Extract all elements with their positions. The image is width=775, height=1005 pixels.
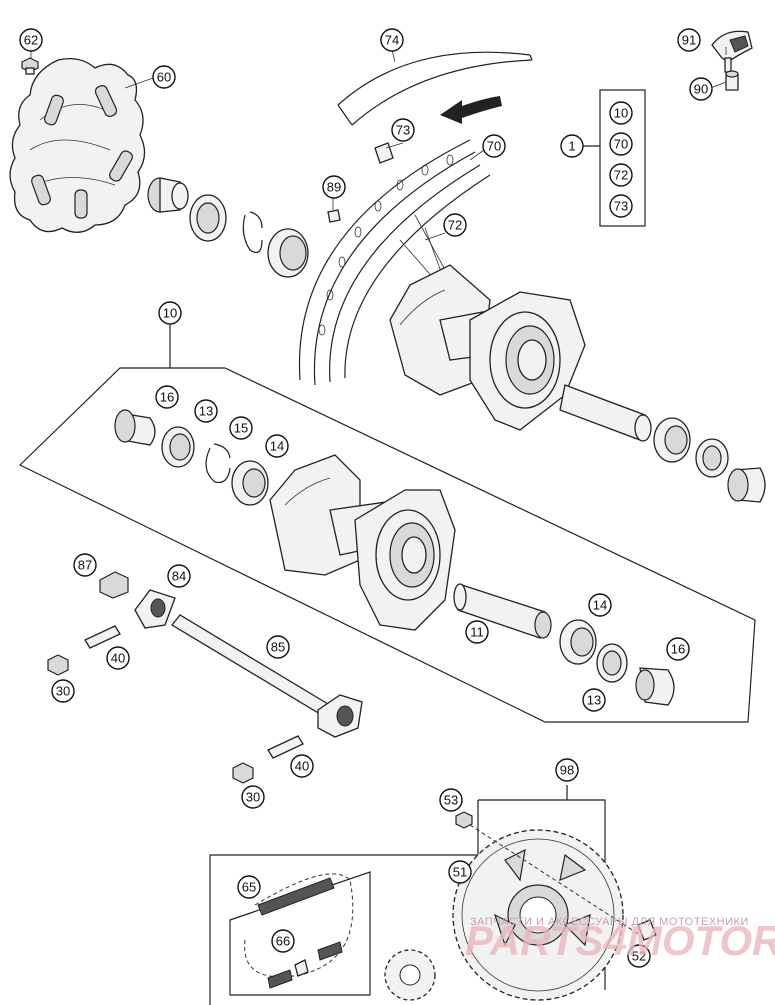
callout-30-lower: 30: [241, 785, 265, 809]
rear-sprocket: [452, 829, 624, 1001]
callout-30-upper: 30: [51, 679, 75, 703]
callout-13-left: 13: [194, 399, 218, 423]
callout-65: 65: [237, 875, 261, 899]
svg-text:62: 62: [24, 33, 38, 48]
svg-text:52: 52: [632, 949, 646, 964]
chain-kit-outline: [229, 871, 371, 996]
callout-kit-70: 70: [609, 132, 633, 156]
callout-53: 53: [439, 788, 463, 812]
kit-box: [583, 89, 646, 227]
svg-text:30: 30: [56, 684, 70, 699]
callout-kit-72: 72: [609, 163, 633, 187]
callout-11: 11: [465, 620, 489, 644]
front-sprocket: [384, 949, 436, 1001]
svg-text:74: 74: [385, 33, 399, 48]
svg-text:73: 73: [614, 199, 628, 214]
callout-60: 60: [152, 65, 176, 89]
callout-70: 70: [482, 134, 506, 158]
callout-14-left: 14: [265, 434, 289, 458]
svg-text:14: 14: [270, 439, 284, 454]
svg-text:72: 72: [448, 218, 462, 233]
callout-13-right: 13: [582, 688, 606, 712]
leader-lines: [30, 47, 727, 241]
svg-text:70: 70: [487, 139, 501, 154]
svg-text:51: 51: [453, 865, 467, 880]
assembled-hub: [389, 264, 766, 503]
svg-text:13: 13: [199, 404, 213, 419]
tire-segment: [337, 51, 533, 126]
svg-text:89: 89: [327, 180, 341, 195]
callout-15: 15: [229, 416, 253, 440]
callout-kit-10: 10: [609, 101, 633, 125]
svg-text:73: 73: [396, 123, 410, 138]
svg-text:13: 13: [587, 693, 601, 708]
svg-text:16: 16: [160, 390, 174, 405]
svg-text:87: 87: [78, 558, 92, 573]
watermark: ЗАПЧАСТИ И АКСЕССУАРЫ ДЛЯ МОТОТЕХНИКИ PA…: [465, 916, 775, 964]
svg-text:66: 66: [276, 934, 290, 949]
callout-40-upper: 40: [106, 646, 130, 670]
svg-text:53: 53: [444, 793, 458, 808]
svg-text:72: 72: [614, 168, 628, 183]
svg-text:60: 60: [157, 70, 171, 85]
valve-parts: [327, 142, 394, 223]
callout-51: 51: [448, 860, 472, 884]
callout-84: 84: [167, 564, 191, 588]
svg-text:16: 16: [671, 642, 685, 657]
brake-disc: [9, 57, 146, 233]
callout-66: 66: [271, 929, 295, 953]
svg-text:90: 90: [694, 82, 708, 97]
callout-16-right: 16: [666, 637, 690, 661]
watermark-brand: PARTS4MOTOR.RU: [465, 917, 775, 964]
upper-bearing-row: [147, 177, 309, 278]
callout-98: 98: [555, 758, 579, 782]
svg-text:91: 91: [682, 33, 696, 48]
callout-1: 1: [560, 134, 584, 158]
svg-text:10: 10: [614, 106, 628, 121]
callout-90: 90: [689, 77, 713, 101]
sprocket-fasteners: [455, 811, 657, 941]
svg-text:40: 40: [111, 651, 125, 666]
svg-text:14: 14: [593, 598, 607, 613]
svg-text:40: 40: [295, 759, 309, 774]
callout-87: 87: [73, 553, 97, 577]
svg-text:70: 70: [614, 137, 628, 152]
svg-text:98: 98: [560, 763, 574, 778]
callout-91: 91: [677, 28, 701, 52]
svg-text:65: 65: [242, 880, 256, 895]
hub-kit-outline: [18, 325, 756, 723]
callout-16-left: 16: [155, 385, 179, 409]
callout-89: 89: [322, 175, 346, 199]
callout-14-right: 14: [588, 593, 612, 617]
callout-10: 10: [158, 301, 182, 325]
svg-text:1: 1: [568, 139, 575, 154]
svg-text:10: 10: [163, 306, 177, 321]
svg-text:84: 84: [172, 569, 186, 584]
svg-text:15: 15: [234, 421, 248, 436]
svg-text:30: 30: [246, 790, 260, 805]
svg-text:11: 11: [470, 625, 484, 640]
disc-bolt: [21, 57, 39, 75]
svg-text:85: 85: [271, 640, 285, 655]
callout-72: 72: [443, 213, 467, 237]
callout-73: 73: [391, 118, 415, 142]
spoke-wrench: [711, 30, 753, 91]
callout-kit-73: 73: [609, 194, 633, 218]
callout-52: 52: [627, 944, 651, 968]
callout-62: 62: [19, 28, 43, 52]
rotation-arrow: [440, 96, 502, 124]
callout-74: 74: [380, 28, 404, 52]
watermark-tagline: ЗАПЧАСТИ И АКСЕССУАРЫ ДЛЯ МОТОТЕХНИКИ: [470, 916, 749, 928]
callout-40-lower: 40: [290, 754, 314, 778]
callout-85: 85: [266, 635, 290, 659]
hub-kit-parts: [114, 409, 675, 706]
axle-parts: [47, 571, 363, 784]
